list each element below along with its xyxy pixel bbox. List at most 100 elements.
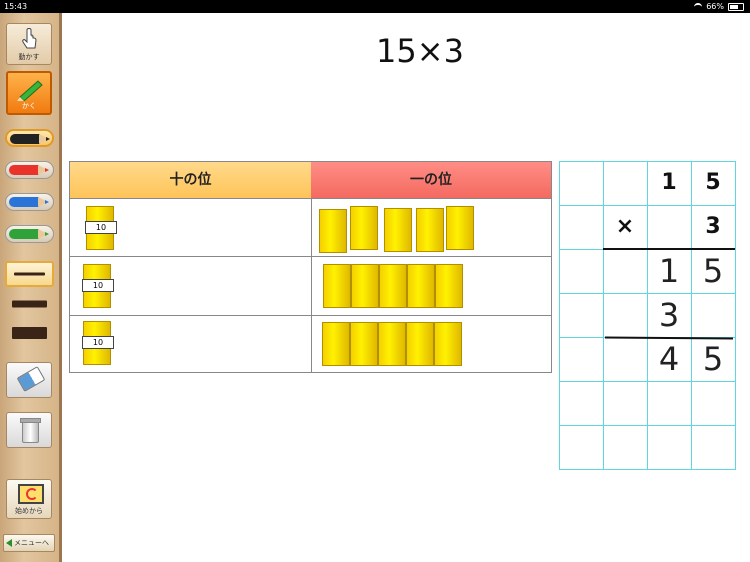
restart-icon [18,484,44,504]
grid-digit [647,205,691,249]
one-block[interactable] [378,322,406,366]
move-label: 動かす [18,53,40,61]
grid-digit: × [615,214,635,239]
line-thick-sample [12,327,47,339]
pencil-lead [45,200,49,204]
row-divider [311,199,312,256]
one-block[interactable] [350,206,378,250]
table-row: 10 [70,316,551,372]
trash-icon [20,418,41,443]
one-block[interactable] [407,264,435,308]
pencil-lead [45,232,49,236]
ten-block-label: 10 [82,279,114,292]
grid-cell[interactable] [691,425,736,470]
grid-digit [559,161,603,205]
one-block[interactable] [416,208,444,252]
grid-digit [691,293,735,337]
pencil-green-body [9,229,39,239]
grid-digit [603,161,647,205]
draw-button[interactable]: かく [6,71,52,115]
grid-cell[interactable] [647,381,692,426]
grid-cell[interactable] [691,381,736,426]
menu-button[interactable]: メニューへ [3,534,55,552]
pencil-black-body [10,134,40,144]
status-right: 66% [694,0,744,13]
grid-digit [559,249,603,293]
eraser-icon [16,366,46,392]
one-block[interactable] [406,322,434,366]
restart-button[interactable]: 始めから [6,479,52,519]
tens-header: 十の位 [70,162,312,199]
battery-icon [728,2,744,11]
pencil-red[interactable] [5,161,54,179]
pencil-red-body [9,165,39,175]
pencil-icon [17,80,43,101]
one-block[interactable] [379,264,407,308]
pencil-blue-body [9,197,39,207]
place-value-table: 十の位 一の位 10 10 10 [69,161,552,373]
hand-pointer-icon [22,28,37,49]
table-row: 10 [70,257,551,316]
ones-header: 一の位 [311,162,551,199]
pencil-black[interactable] [5,129,54,147]
grid-digit: 1 [661,170,677,195]
pencil-tip [38,229,48,239]
grid-cell[interactable] [559,425,604,470]
ten-block[interactable]: 10 [82,264,114,308]
answer-rule-line [603,248,735,250]
one-block[interactable] [322,322,350,366]
one-block[interactable] [350,322,378,366]
grid-cell[interactable] [559,381,604,426]
ten-block[interactable]: 10 [85,206,117,250]
ten-block[interactable]: 10 [82,321,114,365]
grid-digit: 1 [658,252,680,290]
grid-digit [603,337,647,381]
row-divider [311,257,312,315]
grid-digit [559,337,603,381]
one-block[interactable] [384,208,412,252]
grid-digit [603,293,647,337]
one-block[interactable] [323,264,351,308]
line-width-medium[interactable] [5,291,54,317]
table-row: 10 [70,199,551,257]
line-width-thin[interactable] [5,261,54,287]
eraser-button[interactable] [6,362,52,398]
grid-digit: 5 [705,170,721,195]
pencil-green[interactable] [5,225,54,243]
battery-percent: 66% [706,2,724,11]
one-block[interactable] [351,264,379,308]
pencil-tip [38,197,48,207]
grid-digit [559,293,603,337]
grid-digit: 5 [702,340,724,378]
one-block[interactable] [435,264,463,308]
line-medium-sample [12,300,47,308]
wifi-icon [694,2,703,11]
status-bar: 15:43 66% [0,0,750,13]
move-button[interactable]: 動かす [6,23,52,65]
pencil-blue[interactable] [5,193,54,211]
pencil-lead [46,137,50,141]
one-block[interactable] [319,209,347,253]
status-time: 15:43 [4,2,28,11]
grid-cell[interactable] [647,425,692,470]
ten-block-label: 10 [82,336,114,349]
pencil-lead [45,168,49,172]
one-block[interactable] [434,322,462,366]
line-width-thick[interactable] [5,320,54,346]
trash-button[interactable] [6,412,52,448]
grid-cell[interactable] [603,425,648,470]
ten-block-label: 10 [85,221,117,234]
draw-label: かく [22,102,36,110]
one-block[interactable] [446,206,474,250]
grid-cell[interactable] [603,381,648,426]
problem-title: 15×3 [376,32,464,70]
grid-digit: 5 [702,252,724,290]
pencil-tip [38,165,48,175]
pencil-tip [39,134,49,144]
row-divider [311,316,312,372]
grid-digit: 3 [705,214,721,239]
back-arrow-icon [6,539,12,547]
line-thin-sample [14,272,45,276]
menu-label: メニューへ [14,539,49,547]
tool-sidebar: 動かす かく 始めから メニューへ [0,13,62,562]
